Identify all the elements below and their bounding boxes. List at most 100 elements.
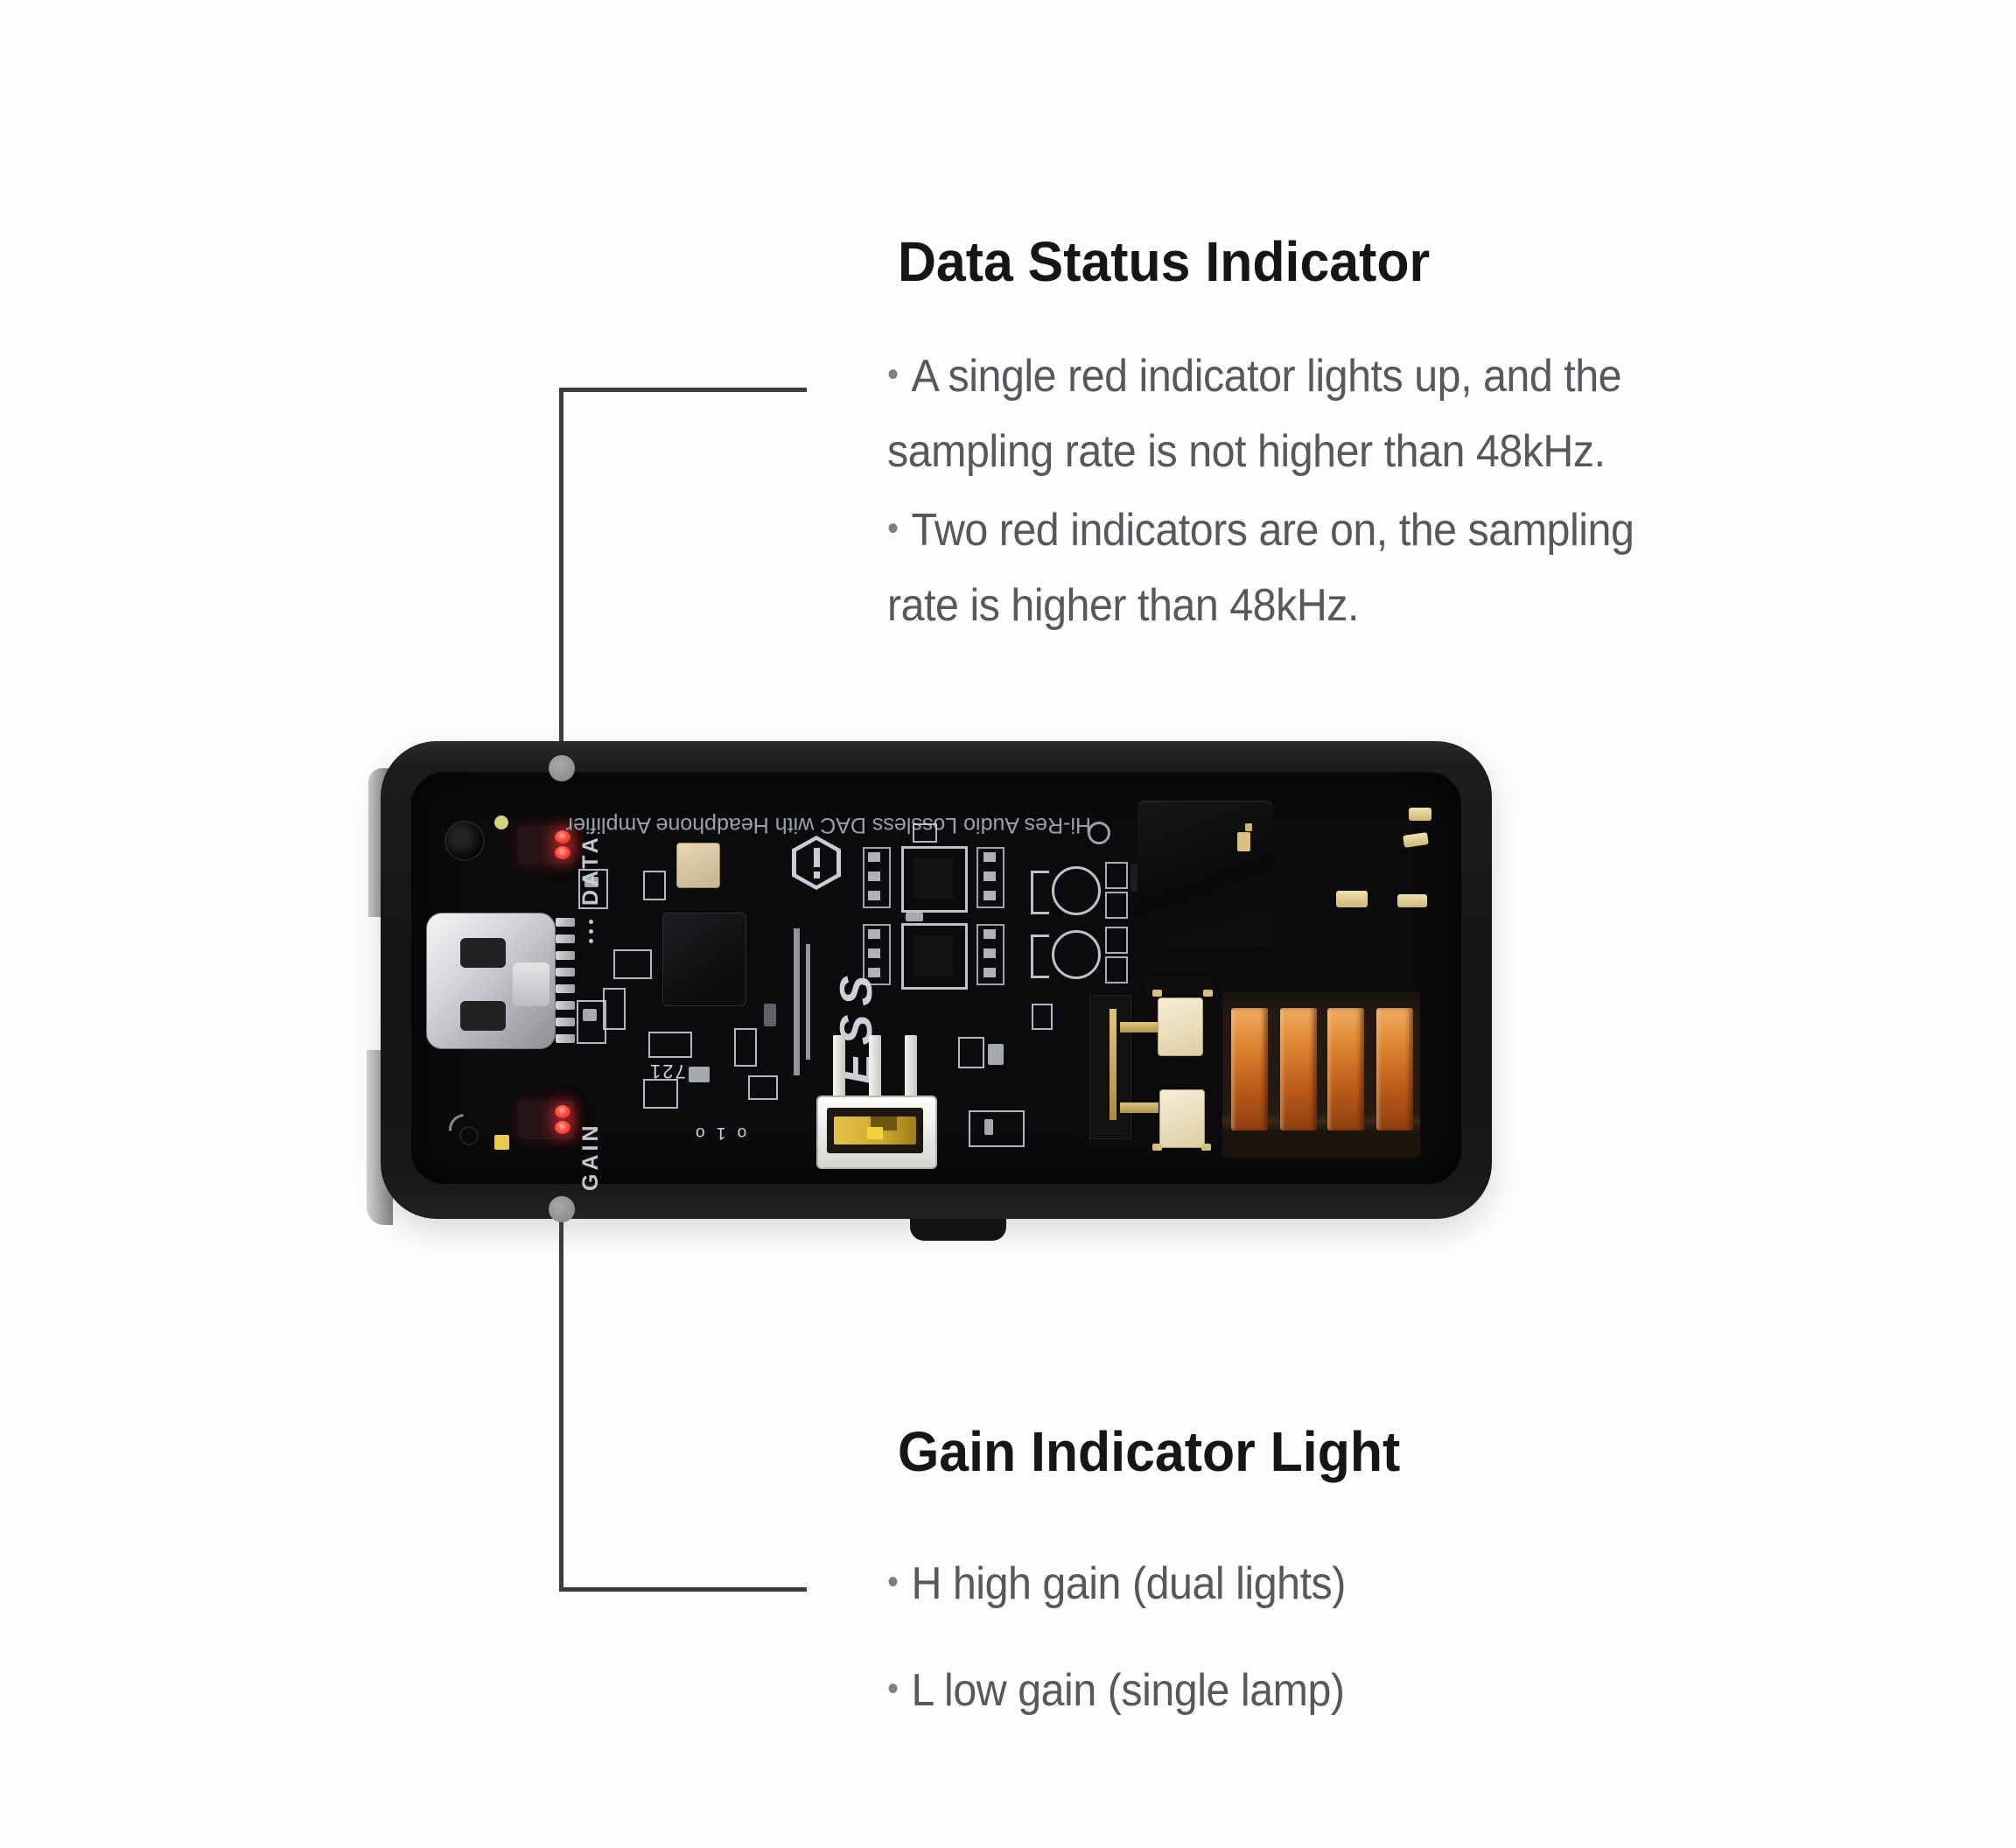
screw-hole — [459, 1126, 479, 1145]
silkscreen-mark — [643, 871, 666, 900]
pad — [984, 872, 996, 881]
data-status-line: rate is higher than 48kHz. — [887, 578, 1359, 634]
ivory-contact-pad — [1159, 1089, 1205, 1148]
ring-silkscreen-mark — [1088, 822, 1110, 844]
gold-nub — [1203, 990, 1213, 997]
pad-column — [863, 924, 891, 985]
data-status-line: • A single red indicator lights up, and t… — [887, 346, 1622, 404]
silkscreen-mark — [603, 988, 626, 1030]
gold-connector — [816, 1096, 937, 1169]
main-chip — [662, 913, 746, 1006]
pad-outline — [1105, 956, 1128, 984]
jack-gold-pin — [1245, 823, 1252, 831]
pad — [984, 929, 996, 939]
gold-nub — [1152, 1144, 1162, 1151]
usb-dac-device-photo: DATA GAIN Hi-Res Audio Lossless DAC with… — [381, 741, 1492, 1219]
copper-winding — [1231, 1008, 1268, 1130]
pad-column — [863, 847, 891, 908]
silkscreen-mark — [689, 1067, 710, 1082]
gain-line: • H high gain (dual lights) — [887, 1554, 1346, 1612]
bullet-dot: • — [887, 355, 899, 394]
usb-c-pin — [556, 951, 575, 960]
pad — [984, 968, 996, 977]
gain-line-text: L low gain (single lamp) — [911, 1665, 1345, 1716]
pad — [984, 852, 996, 862]
data-status-line-text: Two red indicators are on, the sampling — [911, 505, 1634, 556]
bullet-dot: • — [887, 1563, 899, 1601]
pad-outline — [1105, 892, 1128, 919]
gold-nub — [1201, 1144, 1211, 1151]
gold-arm — [1120, 1022, 1158, 1032]
pad-column — [976, 924, 1004, 985]
usb-c-pin — [556, 934, 575, 943]
gold-pad — [1336, 891, 1368, 907]
silkscreen-mark — [643, 1079, 678, 1109]
capacitor-circle — [1052, 866, 1101, 915]
pad — [868, 948, 880, 958]
pad-outline — [1105, 927, 1128, 954]
capacitor-bracket — [1031, 934, 1049, 978]
pad — [868, 872, 880, 881]
hexagon-logo-mark — [814, 872, 820, 878]
silkscreen-rail — [806, 944, 810, 1060]
headphone-jack — [1138, 801, 1273, 947]
pad — [868, 968, 880, 977]
silkscreen-mark — [969, 1110, 1025, 1147]
gain-silkscreen-label: GAIN — [578, 1122, 603, 1192]
pad — [984, 948, 996, 958]
led-dot — [555, 830, 570, 844]
capacitor-circle — [1052, 930, 1101, 979]
hexagon-logo-mark — [814, 848, 820, 867]
chip-frame — [901, 846, 968, 913]
silkscreen-mark — [984, 1119, 993, 1135]
screw-hole — [444, 821, 485, 861]
gain-title: Gain Indicator Light — [898, 1420, 1401, 1483]
connector-bright-pad — [867, 1127, 883, 1139]
copper-winding — [1376, 1008, 1413, 1130]
usb-c-pin — [556, 918, 575, 927]
capacitor-outline — [1031, 928, 1101, 979]
silkscreen-mark — [578, 869, 608, 909]
led-dot — [555, 1105, 570, 1118]
gain-callout-horizontal-line — [559, 1587, 807, 1592]
gold-rod — [1110, 1009, 1116, 1120]
silkscreen-mark — [734, 1028, 757, 1067]
gold-pad — [1397, 894, 1427, 907]
usb-c-slot — [460, 938, 506, 968]
usb-c-pin — [556, 1034, 575, 1043]
crystal-oscillator — [676, 843, 720, 888]
led-dot — [555, 1121, 570, 1134]
chip-die — [914, 935, 954, 976]
gain-line: •L low gain (single lamp) — [887, 1661, 1345, 1718]
data-callout-vertical-line — [559, 388, 564, 762]
usb-c-slot — [460, 1001, 506, 1031]
gain-callout-vertical-line — [559, 1218, 564, 1591]
data-status-line-text: rate is higher than 48kHz. — [887, 580, 1359, 631]
capacitor-outline — [1031, 864, 1101, 915]
pad — [984, 891, 996, 900]
connector-pin — [833, 1035, 845, 1100]
usb-c-pin — [556, 1001, 575, 1010]
gain-line-text: H high gain (dual lights) — [911, 1558, 1346, 1609]
pad-column — [976, 847, 1004, 908]
usb-c-tongue — [513, 962, 550, 1006]
gain-callout-dot — [549, 1196, 575, 1222]
bullet-dot: • — [887, 509, 899, 548]
board-title-silkscreen: Hi-Res Audio Lossless DAC with Headphone… — [565, 813, 1091, 837]
jack-gold-pin — [1237, 832, 1250, 851]
silkscreen-mark — [1032, 1004, 1053, 1030]
silkscreen-mark — [764, 1004, 776, 1026]
data-status-line-text: A single red indicator lights up, and th… — [911, 351, 1622, 402]
fiducial-dot — [494, 816, 508, 830]
silkscreen-mark — [648, 1032, 692, 1058]
pad-outline — [1105, 862, 1128, 889]
usb-c-pin — [556, 968, 575, 976]
pad — [868, 852, 880, 862]
connector-pin — [869, 1035, 881, 1100]
silkscreen-mark — [906, 913, 923, 921]
chip-die — [914, 858, 954, 899]
data-status-line: sampling rate is not higher than 48kHz. — [887, 424, 1606, 480]
gold-nub — [1152, 990, 1162, 997]
silkscreen-mark — [913, 823, 937, 843]
qfn-chip-outline — [861, 922, 1006, 990]
